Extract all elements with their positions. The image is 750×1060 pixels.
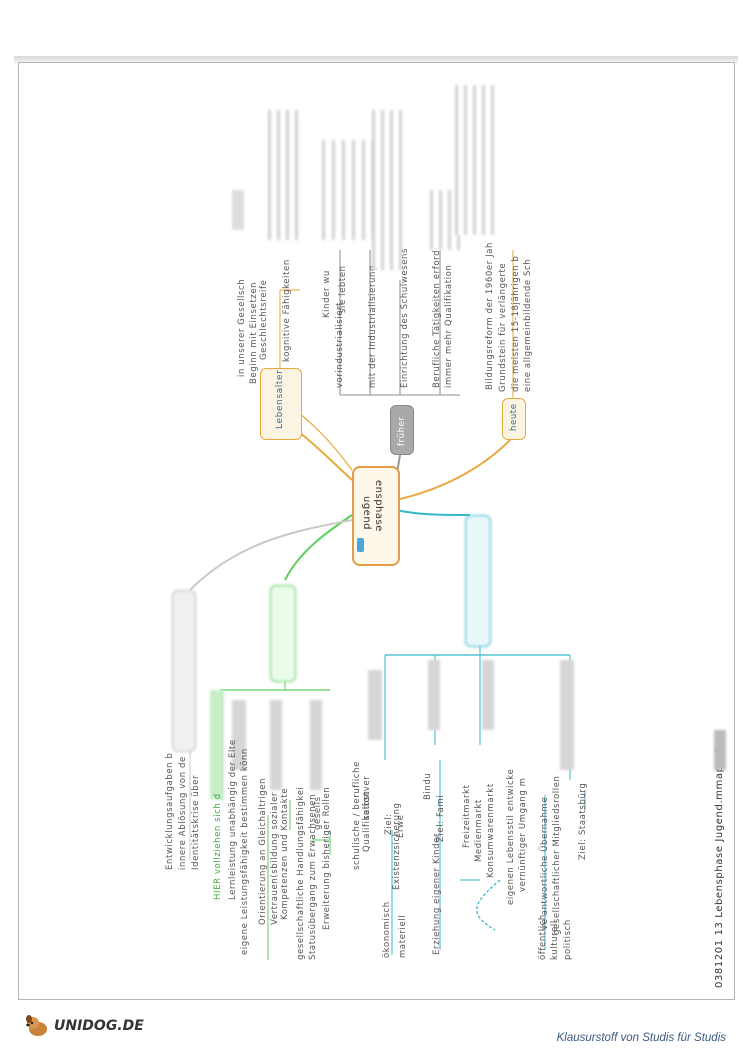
unidog-logo[interactable]: UNIDOG.DE: [24, 1014, 144, 1038]
cyan-item-2: schulische / berufliche: [352, 761, 362, 870]
cyan-item-15: eigenen Lebensstil entwicke: [506, 768, 516, 905]
cyan-item-13: Medienmarkt: [474, 799, 484, 862]
frueher-item-3: sie lebten: [338, 265, 348, 313]
blurred-text-9: [482, 660, 494, 730]
branch-node-lebensalter[interactable]: Lebensalter: [260, 368, 302, 440]
green-item-3: eigene Leistungsfähigkeit bestimmen könn: [240, 748, 250, 955]
dog-icon: [26, 1015, 47, 1036]
branch-node-green[interactable]: [270, 585, 296, 682]
cyan-item-20: ve antwortliche Übernahme: [540, 796, 550, 930]
frueher-item-1: vorindustrialisiert: [335, 301, 345, 388]
file-footer: 0381201 13 Lebensphase Jugend.mmap - Sm: [714, 736, 725, 988]
blurred-text-6: [455, 85, 495, 235]
cyan-item-7: ökonomisch: [382, 901, 392, 958]
frueher-item-2: Kinder wu: [322, 270, 332, 318]
uebergang-item-2: innere Ablösung von de: [178, 756, 188, 870]
green-item-10: Erweiterung bisheriger Rollen: [322, 786, 332, 930]
heute-item-2: Grundstein für verlängerte: [498, 262, 508, 392]
heute-item-4: eine allgemeinbildende Sch: [523, 258, 533, 392]
frueher-item-4: mit der Industrialisierung: [368, 264, 378, 388]
tagline: Klausurstoff von Studis für Studis: [556, 1032, 726, 1044]
logo-text: UNIDOG.DE: [54, 1018, 144, 1034]
lebensalter-item-4: kognitive Fähigkeiten: [282, 259, 292, 362]
branch-node-heute[interactable]: heute: [502, 398, 526, 440]
frueher-item-6: Berufliche Tätigkeiten erforde: [432, 244, 442, 388]
green-item-4: Orientierung an Gleichaltrigen: [258, 777, 268, 925]
blurred-text-7: [368, 670, 382, 740]
blurred-text-8: [428, 660, 440, 730]
green-item-2: Lernleistung unabhängig der Elte: [228, 739, 238, 900]
cyan-item-14: Konsumwarenmarkt: [486, 783, 496, 878]
cyan-item-11: Erziehung eigener Kinder: [432, 832, 442, 955]
center-label-line2: ugend: [361, 496, 372, 531]
uebergang-item-1: Entwicklungsaufgaben b: [165, 752, 175, 870]
uebergang-item-3: Identitätskrise über: [191, 774, 201, 870]
center-label-line1: ensphase: [373, 480, 384, 532]
heute-item-1: Bildungsreform der 1960er Jah: [485, 242, 495, 390]
branch-node-cyan[interactable]: [465, 515, 491, 647]
cyan-item-19: politisch: [563, 919, 573, 960]
green-item-6: Kompetenzen und Kontakte: [280, 787, 290, 920]
green-item-1: HIER vollziehen sich d: [213, 793, 223, 900]
cyan-item-9: Bindu: [423, 772, 433, 800]
lebensalter-item-1: in unserer Gesellsch: [237, 278, 247, 377]
green-item-7: gesellschaftliche Handlungsfähigkei: [296, 786, 306, 961]
cyan-item-21: gesellschaftlicher Mitgliedsrollen: [552, 775, 562, 935]
blurred-text-14: [210, 690, 224, 800]
heute-item-3: die meisten 15-18jährigen b: [511, 255, 521, 392]
branch-label-frueher: früher: [397, 416, 407, 446]
blurred-text-10: [560, 660, 574, 770]
blurred-text-13: [310, 700, 322, 790]
blurred-text-1: [232, 190, 244, 230]
blurred-text-4: [372, 110, 402, 270]
lebensalter-item-3: Geschlechtsreife: [259, 279, 269, 360]
center-node-lebensphase-jugend[interactable]: ensphase ugend: [352, 466, 400, 566]
branch-node-frueher[interactable]: früher: [390, 405, 414, 455]
cyan-item-16: vernünftiger Umgang m: [518, 777, 528, 892]
cyan-item-12: Freizeitmarkt: [462, 784, 472, 848]
cyan-item-8: materiell: [398, 914, 408, 958]
page-top-shadow: [14, 56, 738, 66]
green-item-5: Vertrauen(sbildung sozialer: [270, 792, 280, 925]
center-marker-icon: [357, 538, 364, 552]
branch-label-lebensalter: Lebensalter: [275, 369, 285, 429]
blurred-text-2: [268, 110, 298, 240]
blurred-footer: [714, 730, 726, 770]
cyan-item-6: Existenzsicherung: [392, 802, 402, 890]
cyan-item-3: Qualifikation: [362, 790, 372, 852]
blurred-text-12: [270, 700, 282, 790]
blurred-text-11: [232, 700, 246, 770]
lebensalter-item-2: Beginn mit Einsetzen: [249, 281, 259, 384]
branch-node-uebergang[interactable]: [172, 590, 196, 752]
cyan-item-22: Ziel: Staatsbürg: [578, 782, 588, 860]
frueher-item-7: immer mehr Qualifikation: [444, 264, 454, 388]
branch-label-heute: heute: [509, 403, 519, 431]
